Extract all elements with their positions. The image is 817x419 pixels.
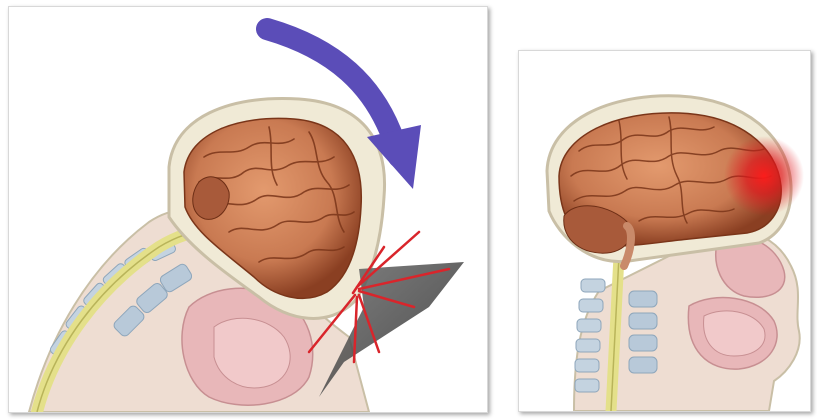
- impact-illustration-panel: [8, 6, 488, 413]
- contrecoup-illustration-panel: [518, 50, 811, 412]
- contrecoup-illustration: [519, 51, 810, 411]
- injury-glow-icon: [724, 136, 804, 216]
- impact-illustration: [9, 7, 487, 412]
